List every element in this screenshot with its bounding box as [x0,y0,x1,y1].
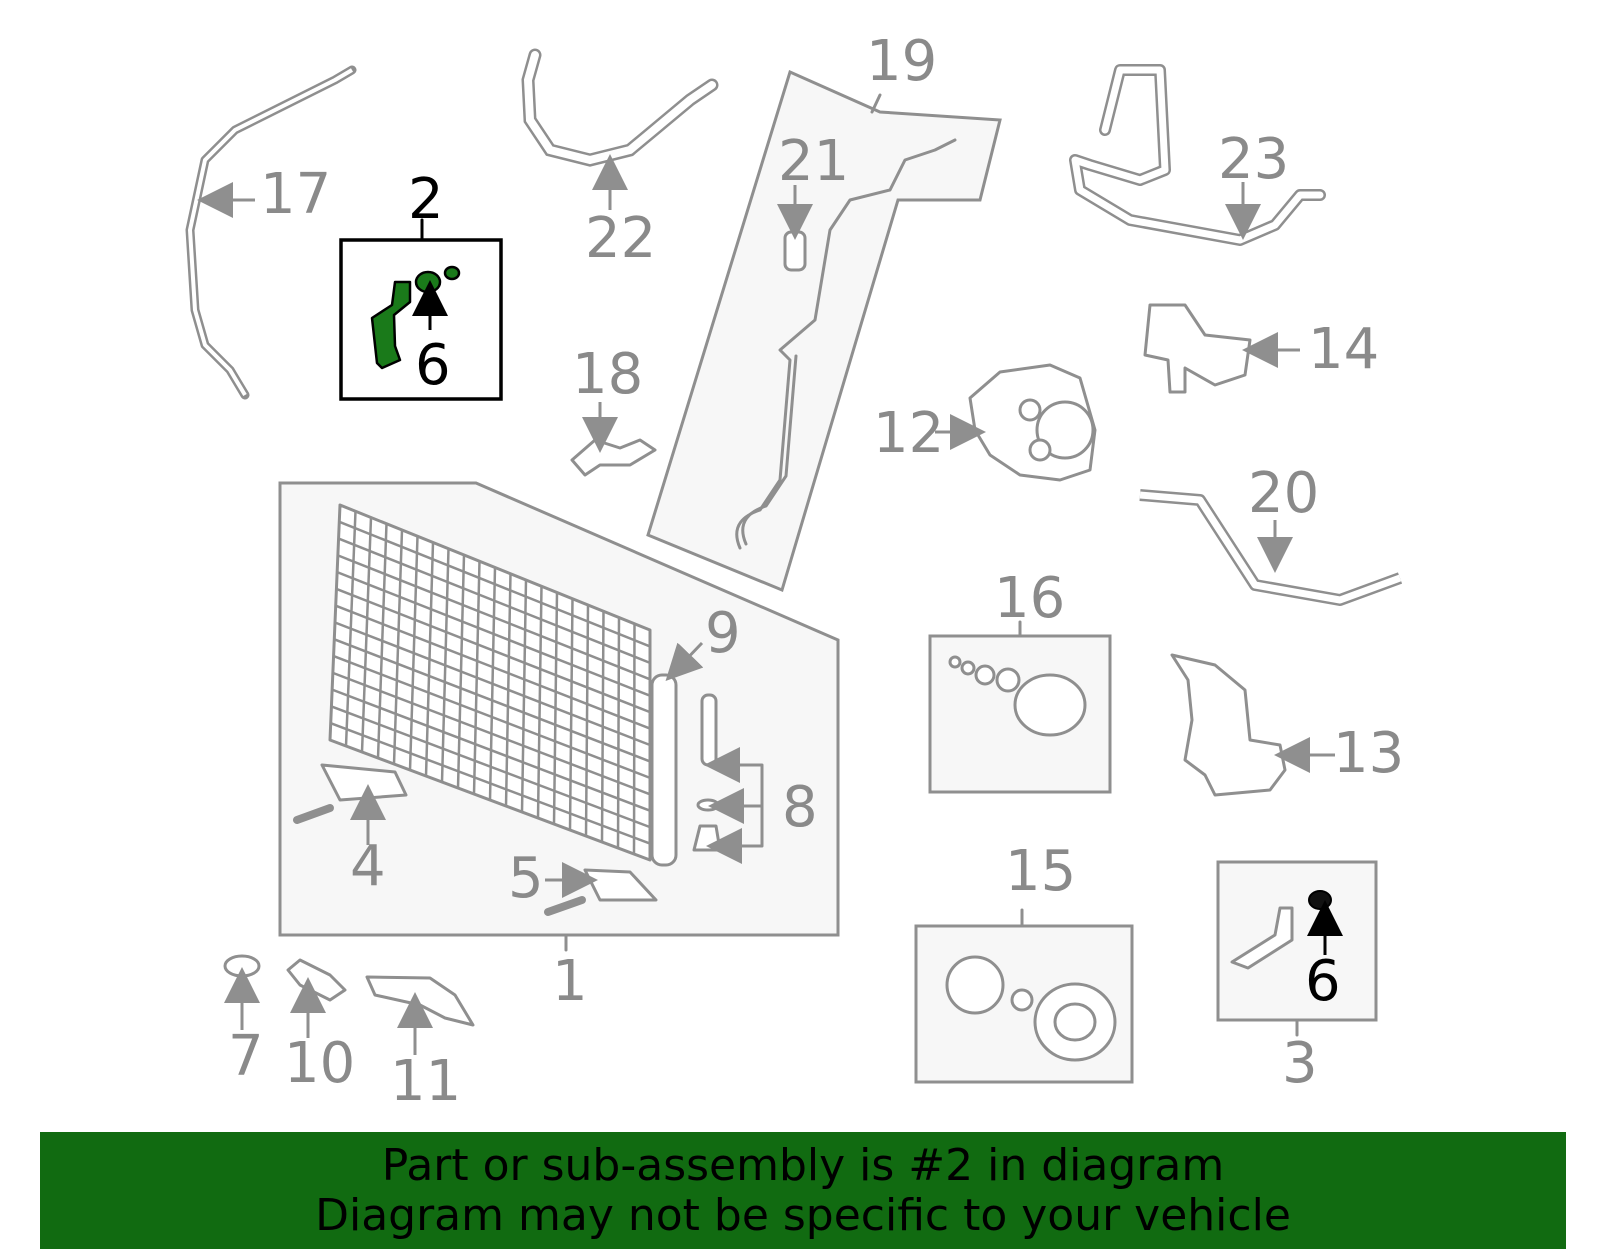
pipe-20 [1139,489,1403,606]
callout-3: 3 [1282,1031,1318,1096]
clutch-panel-16 [928,634,1112,794]
compressor-12 [968,363,1097,482]
part-18 [570,438,657,477]
bracket-13 [1170,653,1287,797]
callout-5: 5 [508,846,544,911]
info-banner: Part or sub-assembly is #2 in diagram Di… [40,1132,1566,1249]
callout-9: 9 [705,601,741,666]
callout-8: 8 [782,775,818,840]
callout-6-top: 6 [415,333,451,398]
condenser-panel-1 [278,481,840,937]
bracket-14 [1143,303,1252,394]
callout-16: 16 [994,566,1065,631]
subassembly-panel-2[interactable] [339,238,503,401]
bracket-11 [365,975,475,1027]
callout-19: 19 [866,29,937,94]
callout-17: 17 [260,162,331,227]
hose-17 [185,65,357,400]
callout-18: 18 [572,342,643,407]
leaders [197,93,1343,1055]
clutch-panel-15 [914,924,1134,1084]
subassembly-panel-3 [1216,860,1378,1022]
callout-22: 22 [585,206,656,271]
callout-11: 11 [390,1049,461,1114]
callout-7: 7 [228,1024,264,1089]
sensor-10 [286,958,347,1002]
banner-line-2: Diagram may not be specific to your vehi… [315,1189,1291,1241]
cap-7 [223,954,261,978]
callout-6-bottom: 6 [1305,949,1341,1014]
callout-10: 10 [284,1031,355,1096]
part-19-panel [646,69,1002,593]
callout-23: 23 [1218,127,1289,192]
banner-line-1: Part or sub-assembly is #2 in diagram [381,1139,1225,1191]
callout-20: 20 [1248,461,1319,526]
callout-21: 21 [778,129,849,194]
hose-22 [521,48,719,167]
callout-12: 12 [873,401,944,466]
pipe-23 [1069,64,1326,246]
callout-14: 14 [1308,317,1379,382]
callout-2[interactable]: 2 [408,167,444,232]
callout-15: 15 [1005,839,1076,904]
callout-13: 13 [1333,721,1404,786]
callout-4: 4 [350,834,386,899]
callout-labels: 17 2 6 22 19 21 23 14 18 12 20 16 9 13 8… [228,29,1404,1114]
callout-1: 1 [552,949,588,1014]
